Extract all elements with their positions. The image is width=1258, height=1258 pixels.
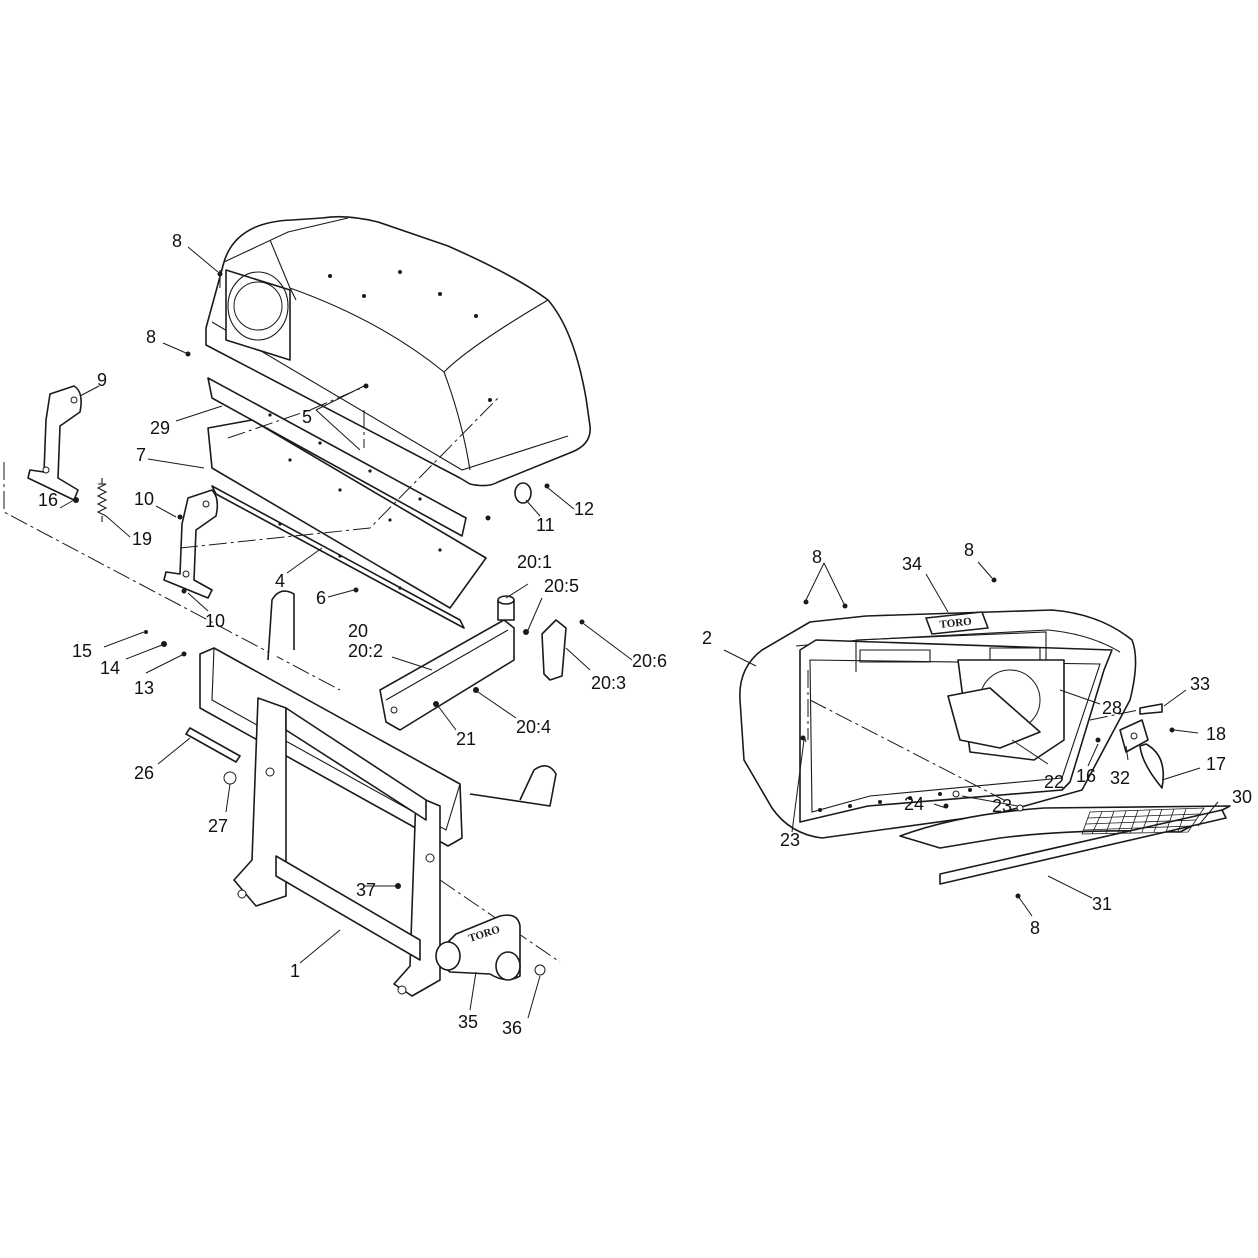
hood-logo: TORO xyxy=(939,616,973,631)
leader-lines xyxy=(59,246,1219,1019)
callout-8: 8 xyxy=(812,547,822,567)
latch-bracket-9 xyxy=(27,385,82,501)
seal-strip-7 xyxy=(207,419,487,609)
callout-20-3: 20:3 xyxy=(591,673,626,693)
callout-20-5: 20:5 xyxy=(544,576,579,596)
callout-14: 14 xyxy=(100,658,120,678)
callout-23: 23 xyxy=(992,796,1012,816)
callout-33: 33 xyxy=(1190,674,1210,694)
deflector-30 xyxy=(899,805,1231,899)
mesh-grille xyxy=(1081,807,1205,835)
callout-2: 2 xyxy=(702,628,712,648)
callout-numbers: 8 8 9 29 5 7 10 16 19 12 11 4 6 10 20:1 … xyxy=(38,231,1252,1038)
callout-19: 19 xyxy=(132,529,152,549)
callout-13: 13 xyxy=(134,678,154,698)
callout-8: 8 xyxy=(146,327,156,347)
callout-21: 21 xyxy=(456,729,476,749)
centerline-left-2 xyxy=(179,397,499,549)
callout-16: 16 xyxy=(1076,766,1096,786)
callout-20-1: 20:1 xyxy=(517,552,552,572)
callout-10: 10 xyxy=(134,489,154,509)
bagger-housing-2: TORO xyxy=(739,609,1137,839)
callout-31: 31 xyxy=(1092,894,1112,914)
latch-32 xyxy=(1119,719,1165,789)
callout-5: 5 xyxy=(302,407,312,427)
callout-12: 12 xyxy=(574,499,594,519)
callout-7: 7 xyxy=(136,445,146,465)
callout-32: 32 xyxy=(1110,768,1130,788)
callout-1: 1 xyxy=(290,961,300,981)
centerline-left-1 xyxy=(3,462,341,691)
callout-18: 18 xyxy=(1206,724,1226,744)
callout-8: 8 xyxy=(964,540,974,560)
callout-35: 35 xyxy=(458,1012,478,1032)
callout-4: 4 xyxy=(275,571,285,591)
handle-35: TORO xyxy=(435,914,521,981)
callout-20-2: 20:2 xyxy=(348,641,383,661)
callout-23: 23 xyxy=(780,830,800,850)
callout-20-6: 20:6 xyxy=(632,651,667,671)
callout-27: 27 xyxy=(208,816,228,836)
callout-37: 37 xyxy=(356,880,376,900)
centerline-right-3 xyxy=(1089,707,1149,721)
callout-36: 36 xyxy=(502,1018,522,1038)
tension-spring-19 xyxy=(96,478,108,522)
callout-9: 9 xyxy=(97,370,107,390)
callout-26: 26 xyxy=(134,763,154,783)
callout-10: 10 xyxy=(205,611,225,631)
callout-8: 8 xyxy=(172,231,182,251)
callout-24: 24 xyxy=(904,794,924,814)
latch-bracket-lower xyxy=(163,489,219,599)
bracket-assembly-20 xyxy=(379,595,567,731)
centerline-right-2 xyxy=(809,699,1005,801)
callout-30: 30 xyxy=(1232,787,1252,807)
callout-20-4: 20:4 xyxy=(516,717,551,737)
seal-strip-4 xyxy=(211,485,465,629)
main-frame-1 xyxy=(199,590,557,997)
callout-20: 20 xyxy=(348,621,368,641)
callout-11: 11 xyxy=(536,515,555,535)
hardware-left xyxy=(73,271,585,976)
callout-28: 28 xyxy=(1102,698,1122,718)
callout-29: 29 xyxy=(150,418,170,438)
hardware-right xyxy=(800,577,1175,812)
callout-6: 6 xyxy=(316,588,326,608)
hopper-lid xyxy=(205,215,591,487)
callout-8: 8 xyxy=(1030,918,1040,938)
callout-22: 22 xyxy=(1044,772,1064,792)
callout-15: 15 xyxy=(72,641,92,661)
callout-17: 17 xyxy=(1206,754,1226,774)
callout-16: 16 xyxy=(38,490,58,510)
callout-34: 34 xyxy=(902,554,922,574)
